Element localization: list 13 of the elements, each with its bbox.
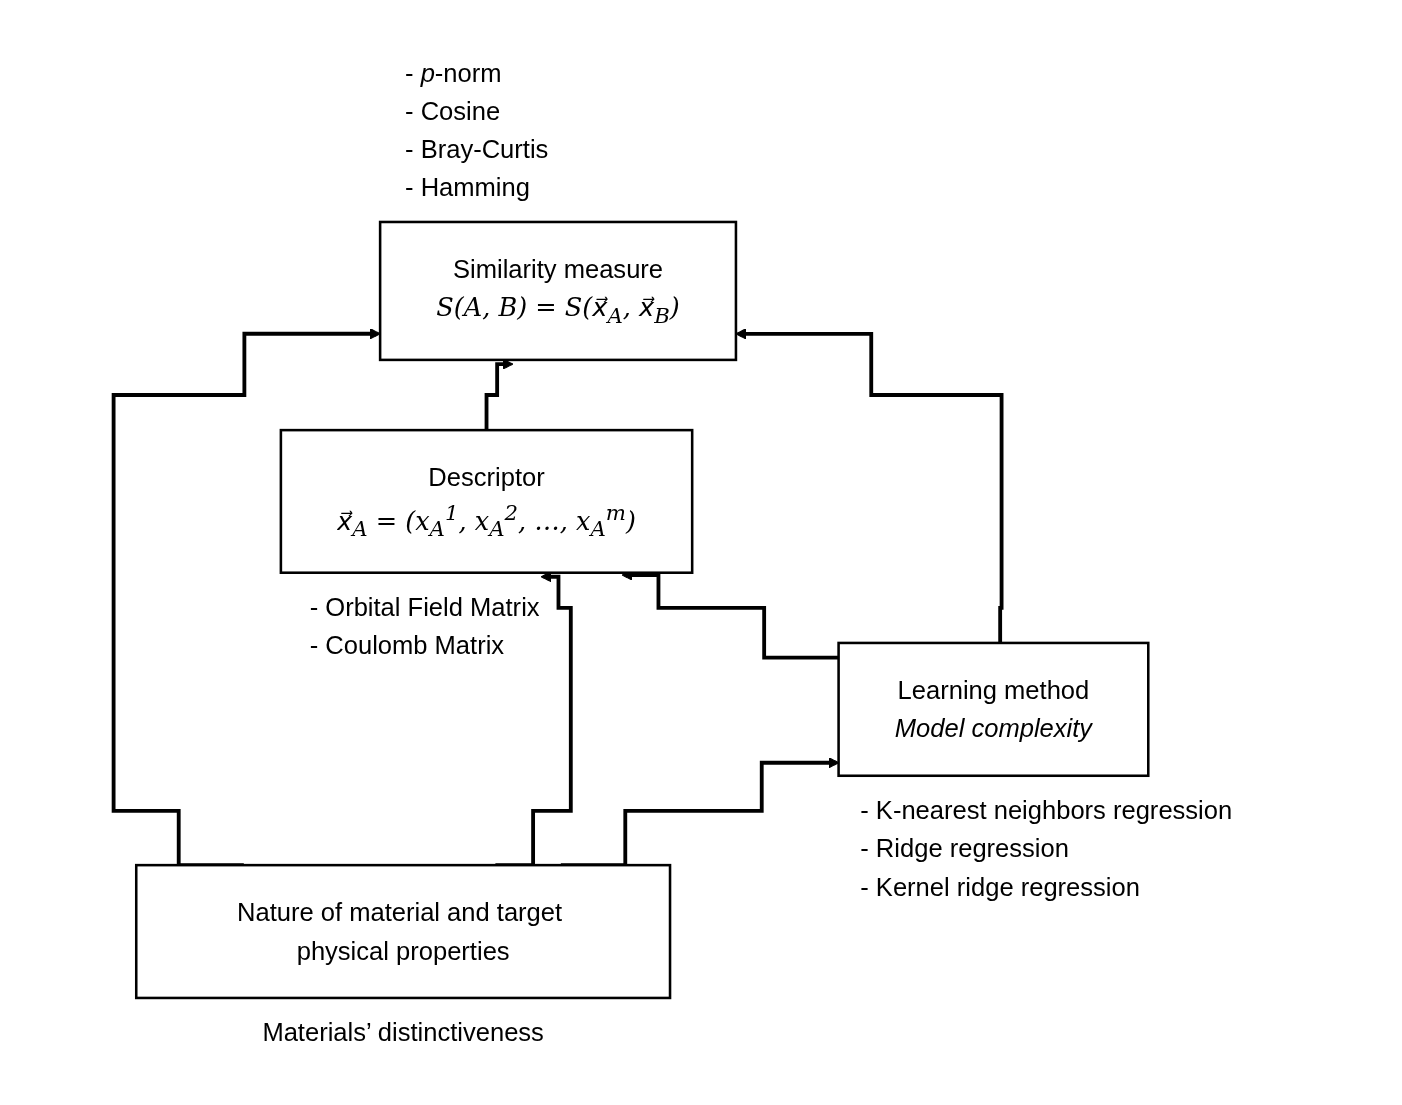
node-box: Similarity measure S(A, B) = S(x⃗$_{A}$, x⃗$_{B}$) <box>378 220 738 362</box>
node-label: - Coulomb Matrix <box>309 631 505 660</box>
node-label: - Hamming <box>405 173 530 202</box>
node-label: - Kernel ridge regression <box>860 872 1140 901</box>
node-label: Materials’ distinctiveness <box>262 1018 544 1047</box>
node-label: - p-norm <box>405 58 502 87</box>
node-label: - Bray-Curtis <box>405 135 549 164</box>
node-box: Descriptor x⃗$_{A}$ = (x$_{A}$$^{1}$, x$_{A}$$^{2}$, …, x$_{A}$$^{m}$) <box>279 428 694 574</box>
node-label: - Ridge regression <box>860 834 1069 863</box>
node-label: - K-nearest neighbors regression <box>860 796 1233 825</box>
node-label: - Cosine <box>405 96 501 125</box>
node-label: - Orbital Field Matrix <box>309 593 540 622</box>
node-box: Nature of material and target physical properties <box>134 863 672 1000</box>
